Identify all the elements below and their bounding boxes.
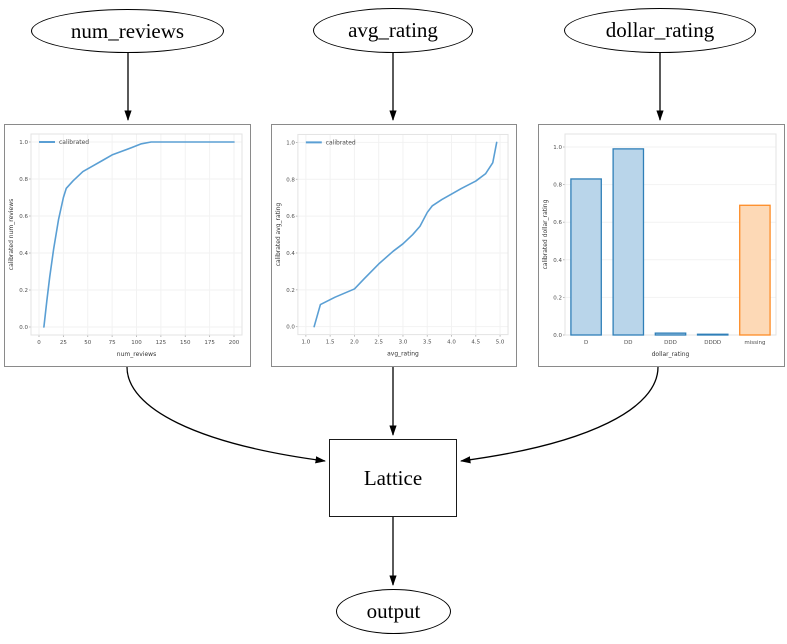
x-tick-label: 4.0 — [447, 340, 456, 346]
x-tick-label: 0 — [37, 340, 41, 346]
calibrator-plot-avg-rating: 0.0 0.2 0.4 0.6 0.8 1.0 1.0 1.5 2.0 2.5 3.0 3.5 4.0 4… — [271, 124, 517, 367]
y-tick-label: 0.0 — [286, 325, 295, 331]
x-tick-label: DD — [624, 340, 632, 346]
x-tick-label: 5.0 — [496, 340, 505, 346]
bar-DDDD — [696, 333, 729, 336]
series-line — [313, 141, 498, 328]
x-tick-label: missing — [744, 340, 765, 346]
x-tick-label: 2.5 — [374, 340, 383, 346]
x-tick-label: 2.0 — [350, 340, 359, 346]
legend-label: calibrated — [326, 139, 356, 146]
x-axis-label: avg_rating — [387, 351, 419, 358]
y-tick-label: 0.8 — [286, 177, 295, 183]
node-output: output — [336, 589, 451, 634]
node-num-reviews-label: num_reviews — [70, 18, 185, 43]
y-tick-label: 0.6 — [286, 214, 295, 220]
x-axis-label: num_reviews — [117, 351, 156, 358]
x-axis-label: dollar_rating — [652, 351, 690, 358]
bar-DD — [612, 148, 645, 336]
axes-frame — [30, 133, 243, 336]
y-tick-label: 0.2 — [553, 295, 562, 301]
x-tick-label: 125 — [156, 340, 167, 346]
y-tick-label: 0.0 — [19, 325, 28, 331]
bar-D — [570, 178, 602, 336]
calibrator-plot-num-reviews: 0.0 0.2 0.4 0.6 0.8 1.0 0 25 50 75 100 125 150 175 200… — [4, 124, 251, 367]
series-line — [43, 141, 235, 328]
node-lattice-label: Lattice — [363, 465, 423, 490]
y-tick-label: 0.6 — [19, 214, 28, 220]
edge-right-calibrator-to-lattice — [460, 366, 659, 464]
y-tick-label: 0.4 — [286, 251, 295, 257]
x-tick-label: 200 — [229, 340, 240, 346]
y-axis-label: calibrated avg_rating — [275, 203, 282, 267]
node-avg-rating-label: avg_rating — [348, 18, 438, 42]
x-tick-label: 50 — [84, 340, 91, 346]
y-tick-label: 0.4 — [553, 258, 562, 264]
x-tick-label: DDD — [664, 340, 677, 346]
x-tick-label: 1.5 — [326, 340, 335, 346]
y-tick-label: 0.8 — [19, 177, 28, 183]
y-tick-label: 0.2 — [19, 288, 28, 294]
y-tick-label: 1.0 — [286, 140, 295, 146]
y-tick-label: 0.6 — [553, 220, 562, 226]
bar-missing — [739, 204, 771, 336]
y-axis-label: calibrated dollar_rating — [542, 199, 549, 269]
x-tick-label: 75 — [109, 340, 116, 346]
legend-label: calibrated — [59, 139, 89, 146]
node-output-label: output — [366, 599, 421, 623]
x-tick-label: 1.0 — [302, 340, 311, 346]
y-tick-label: 0.0 — [553, 333, 562, 339]
node-lattice: Lattice — [329, 439, 457, 517]
x-tick-label: DDDD — [704, 340, 721, 346]
x-tick-label: 25 — [60, 340, 67, 346]
bar-DDD — [654, 332, 687, 336]
x-tick-label: 4.5 — [471, 340, 480, 346]
node-num-reviews: num_reviews — [31, 9, 224, 53]
y-tick-label: 1.0 — [19, 140, 28, 146]
y-axis-label: calibrated num_reviews — [8, 199, 15, 270]
x-tick-label: 100 — [131, 340, 142, 346]
node-dollar-rating-label: dollar_rating — [605, 18, 715, 42]
y-tick-label: 0.8 — [553, 183, 562, 189]
x-tick-label: 150 — [180, 340, 191, 346]
y-tick-label: 0.4 — [19, 251, 28, 257]
node-avg-rating: avg_rating — [313, 8, 473, 53]
y-tick-label: 0.2 — [286, 288, 295, 294]
x-tick-label: D — [584, 340, 588, 346]
x-tick-label: 175 — [204, 340, 215, 346]
x-tick-label: 3.0 — [399, 340, 408, 346]
axes-frame — [297, 133, 509, 336]
edge-left-calibrator-to-lattice — [126, 366, 326, 464]
node-dollar-rating: dollar_rating — [564, 8, 756, 53]
y-tick-label: 1.0 — [553, 145, 562, 151]
x-tick-label: 3.5 — [423, 340, 432, 346]
